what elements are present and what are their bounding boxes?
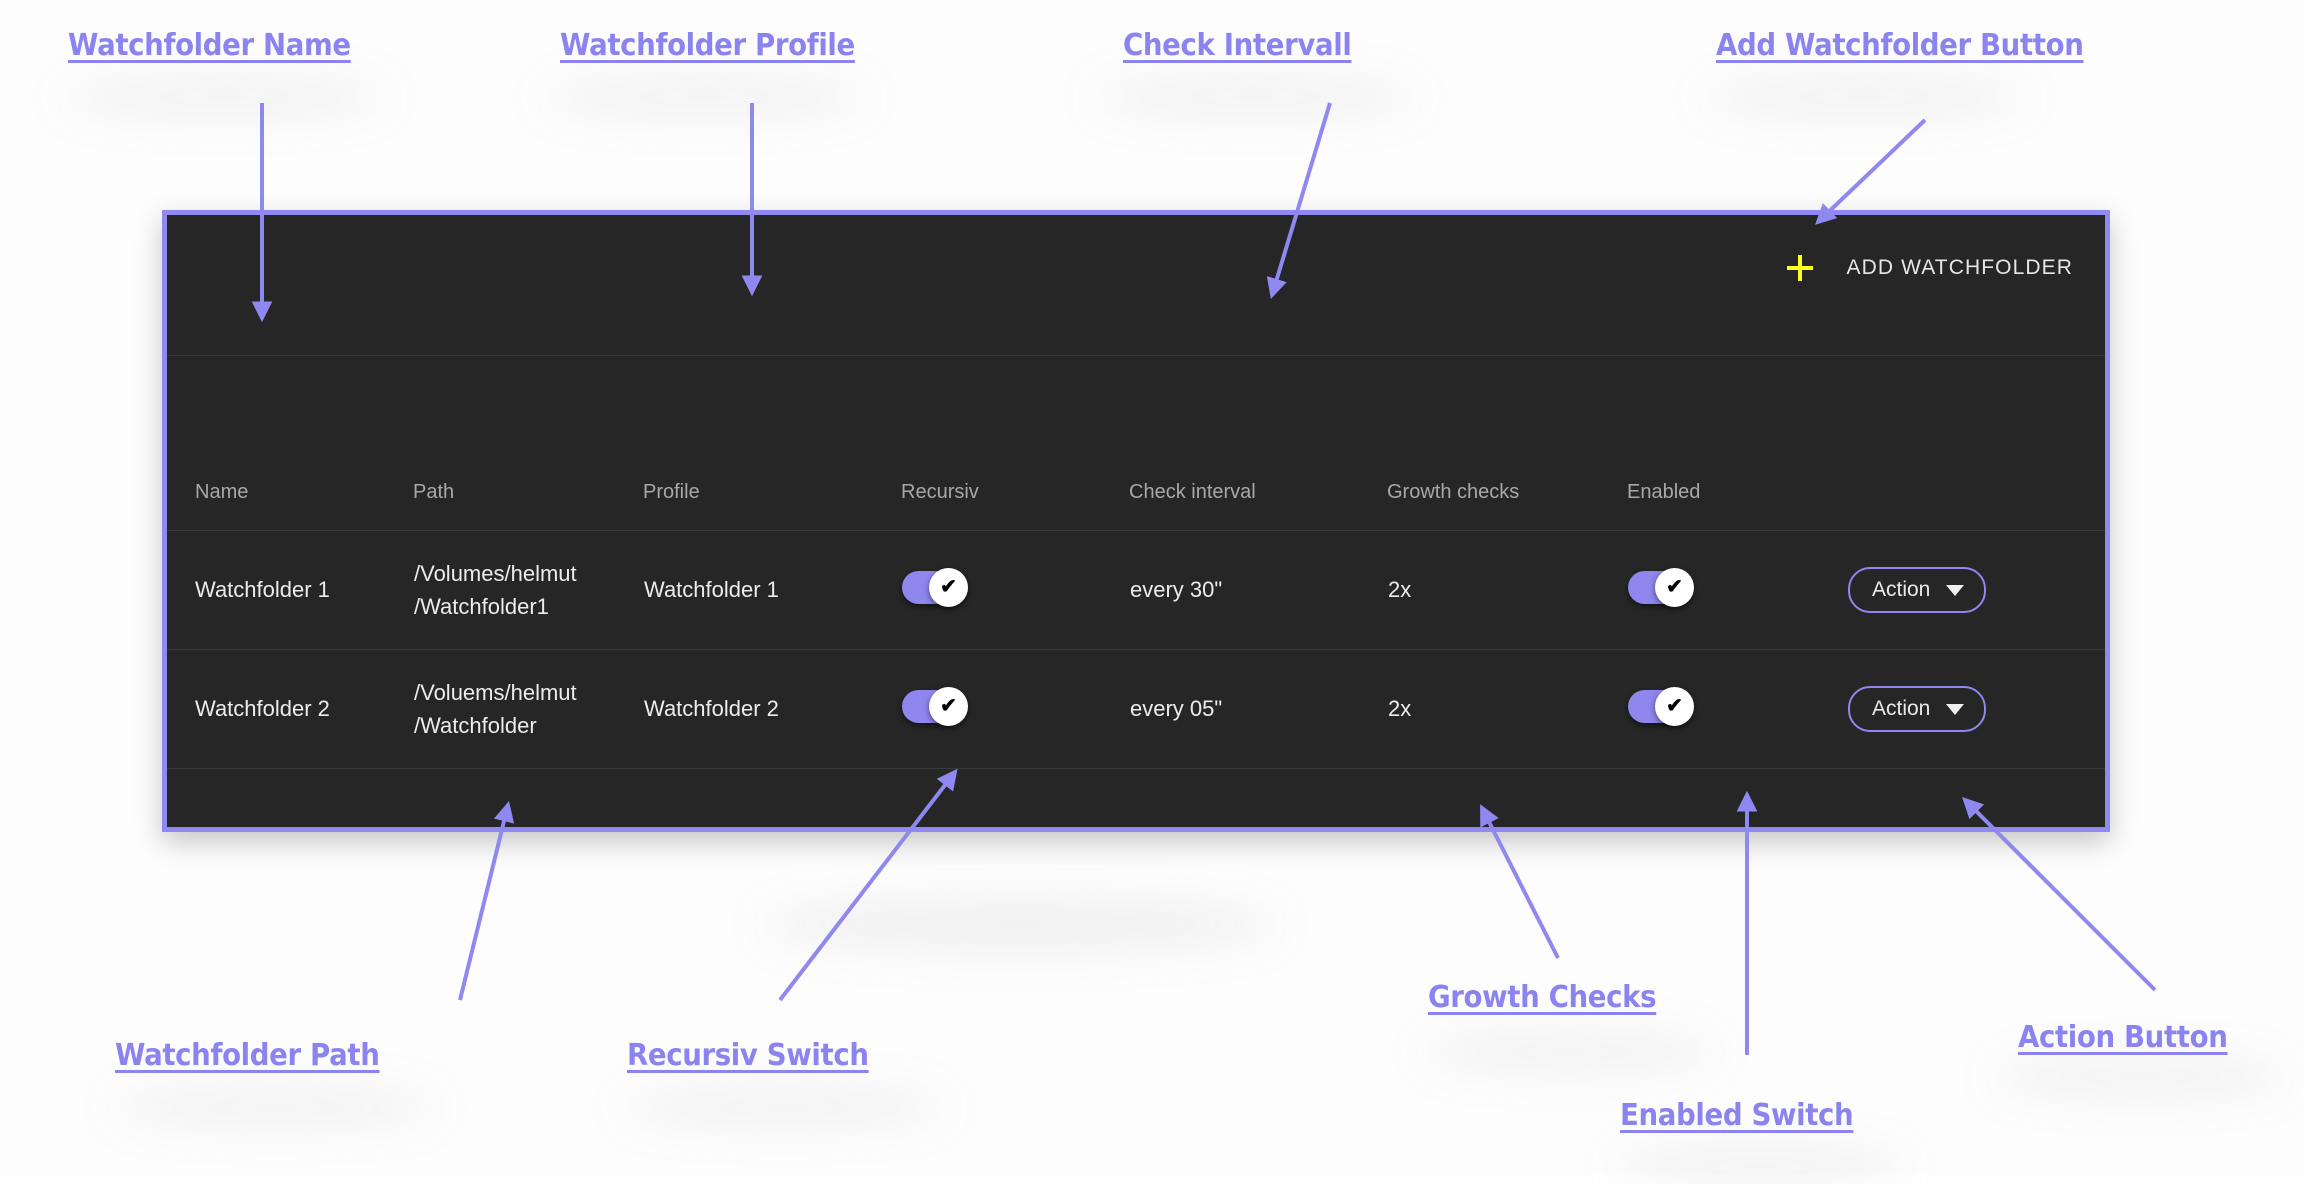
path-line-1: /Volumes/helmut	[414, 560, 577, 586]
annotation-label-action-button: Action Button	[2018, 1020, 2228, 1055]
cell-action: Action	[1847, 649, 2105, 769]
cell-profile: Watchfolder 1	[643, 530, 901, 650]
column-header-action	[1847, 356, 2105, 531]
background-blur-3	[1090, 80, 1420, 114]
chevron-down-icon	[1946, 584, 1965, 596]
switch-knob-check-icon: ✔	[929, 686, 968, 726]
annotation-label-watchfolder-profile: Watchfolder Profile	[560, 28, 855, 63]
annotation-label-growth-checks: Growth Checks	[1428, 980, 1657, 1015]
action-button[interactable]: Action	[1848, 686, 1987, 732]
add-watchfolder-label: ADD WATCHFOLDER	[1846, 256, 2073, 279]
annotation-label-recursiv-switch: Recursiv Switch	[627, 1038, 869, 1073]
cell-name: Watchfolder 2	[167, 649, 413, 769]
switch-knob-check-icon: ✔	[1655, 567, 1694, 607]
column-header-name: Name	[167, 356, 413, 531]
column-header-path: Path	[413, 356, 643, 531]
background-blur-8	[1990, 1060, 2290, 1094]
table-header-row: Name Path Profile Recursiv Check interva…	[167, 356, 2105, 531]
path-line-2: /Watchfolder1	[414, 594, 549, 619]
watchfolder-table: Name Path Profile Recursiv Check interva…	[167, 356, 2105, 769]
background-blur-1	[60, 80, 390, 114]
panel-toolbar: ADD WATCHFOLDER	[167, 215, 2105, 356]
table-row: Watchfolder 1 /Volumes/helmut /Watchfold…	[167, 530, 2105, 650]
background-blur-7	[1420, 1035, 1720, 1069]
cell-check-interval: every 30"	[1129, 530, 1387, 650]
annotation-label-enabled-switch: Enabled Switch	[1620, 1098, 1854, 1133]
background-blur-5	[110, 1090, 440, 1124]
annotation-label-check-intervall: Check Intervall	[1123, 28, 1352, 63]
column-header-growth-checks: Growth checks	[1387, 356, 1627, 531]
background-blur-6	[620, 1090, 950, 1124]
cell-path: /Volumes/helmut /Watchfolder1	[413, 530, 643, 650]
path-line-1: /Voluems/helmut	[414, 679, 577, 705]
chevron-down-icon	[1946, 703, 1965, 715]
table-row: Watchfolder 2 /Voluems/helmut /Watchfold…	[167, 649, 2105, 769]
annotation-label-add-watchfolder: Add Watchfolder Button	[1716, 28, 2084, 63]
enabled-switch[interactable]: ✔	[1628, 567, 1694, 607]
cell-name: Watchfolder 1	[167, 530, 413, 650]
arrow-watchfolder-path	[458, 800, 515, 1001]
cell-check-interval: every 05"	[1129, 649, 1387, 769]
table-body: Watchfolder 1 /Volumes/helmut /Watchfold…	[167, 530, 2105, 769]
cell-profile: Watchfolder 2	[643, 649, 901, 769]
recursiv-switch[interactable]: ✔	[902, 567, 968, 607]
path-line-2: /Watchfolder	[414, 713, 537, 738]
background-blur-10	[760, 900, 1280, 950]
background-blur-2	[540, 80, 870, 114]
column-header-enabled: Enabled	[1627, 356, 1847, 531]
background-blur-4	[1700, 80, 2030, 114]
table-header: Name Path Profile Recursiv Check interva…	[167, 356, 2105, 531]
cell-growth-checks: 2x	[1387, 530, 1627, 650]
background-blur-9	[1610, 1150, 1910, 1184]
column-header-check-interval: Check interval	[1129, 356, 1387, 531]
switch-knob-check-icon: ✔	[929, 567, 968, 607]
arrow-add-watchfolder	[1814, 118, 1927, 225]
cell-recursiv: ✔	[901, 649, 1129, 769]
column-header-profile: Profile	[643, 356, 901, 531]
cell-enabled: ✔	[1627, 530, 1847, 650]
annotation-label-watchfolder-path: Watchfolder Path	[115, 1038, 380, 1073]
enabled-switch[interactable]: ✔	[1628, 686, 1694, 726]
watchfolder-panel: ADD WATCHFOLDER Name Path Profile Recurs…	[162, 210, 2110, 832]
action-button[interactable]: Action	[1848, 567, 1987, 613]
action-button-label: Action	[1872, 697, 1931, 720]
action-button-label: Action	[1872, 578, 1931, 601]
cell-path: /Voluems/helmut /Watchfolder	[413, 649, 643, 769]
cell-enabled: ✔	[1627, 649, 1847, 769]
cell-action: Action	[1847, 530, 2105, 650]
cell-growth-checks: 2x	[1387, 649, 1627, 769]
switch-knob-check-icon: ✔	[1655, 686, 1694, 726]
recursiv-switch[interactable]: ✔	[902, 686, 968, 726]
cell-recursiv: ✔	[901, 530, 1129, 650]
plus-icon	[1786, 255, 1813, 281]
add-watchfolder-button[interactable]: ADD WATCHFOLDER	[1775, 247, 2086, 289]
column-header-recursiv: Recursiv	[901, 356, 1129, 531]
annotation-label-watchfolder-name: Watchfolder Name	[68, 28, 351, 63]
